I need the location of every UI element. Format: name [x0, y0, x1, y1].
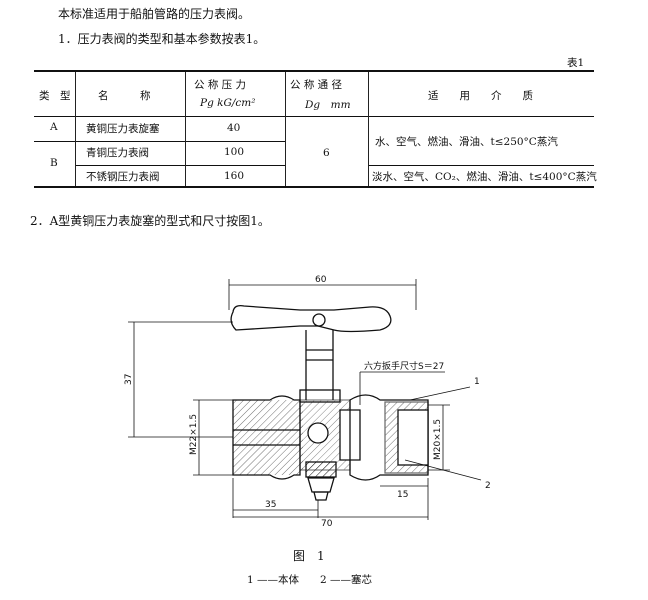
table-type-rule: [34, 141, 75, 142]
table-medium-rule: [368, 165, 594, 166]
medium-1: 水、空气、燃油、滑油、t≤250°C蒸汽: [375, 136, 558, 148]
dim-thread-left-label: M22×1.5: [189, 414, 199, 455]
figure-title: 图 1: [293, 549, 325, 563]
table-bottom-rule: [34, 186, 594, 188]
item-2-text: 2．A型黄铜压力表旋塞的型式和尺寸按图1。: [30, 214, 270, 228]
header-pressure-title: 公 称 压 力: [194, 79, 247, 91]
row-a-pressure: 40: [227, 122, 241, 134]
figure-legend: 1 ——本体 2 ——塞芯: [247, 574, 373, 586]
table-col-rule: [368, 72, 369, 186]
diameter-value: 6: [323, 147, 330, 159]
dim-height-label: 37: [124, 374, 134, 385]
header-diameter-title: 公 称 通 径: [290, 79, 343, 91]
dim-top-label: 60: [315, 275, 327, 285]
table-col-rule: [185, 72, 186, 186]
row-b1-name: 青铜压力表阀: [86, 147, 149, 159]
row-b2-pressure: 160: [224, 170, 245, 182]
callout-1: 1: [474, 377, 480, 387]
row-b1-pressure: 100: [224, 146, 245, 158]
header-name: 名 称: [98, 90, 151, 102]
dim-thread-right-label: M20×1.5: [433, 419, 443, 460]
dim-70-label: 70: [321, 519, 333, 529]
header-diameter-unit: Dg mm: [305, 99, 351, 111]
row-b-type: B: [50, 157, 58, 169]
table-row-rule: [75, 141, 285, 142]
header-pressure-unit: Pg kG/cm²: [200, 97, 256, 109]
row-a-type: A: [50, 121, 58, 133]
header-medium: 适 用 介 质: [428, 90, 533, 102]
table-header-rule: [34, 116, 594, 117]
table-col-rule: [75, 72, 76, 186]
callout-2: 2: [485, 481, 491, 491]
table-top-rule: [34, 70, 594, 72]
dim-15-label: 15: [397, 490, 408, 500]
row-b2-name: 不锈钢压力表阀: [86, 171, 160, 183]
medium-2: 淡水、空气、CO₂、燃油、滑油、t≤400°C蒸汽: [372, 171, 597, 183]
header-type: 类 型: [39, 90, 71, 102]
hex-note-label: 六方扳手尺寸S＝27: [364, 360, 444, 372]
dim-35-label: 35: [265, 500, 276, 510]
table-label: 表1: [567, 57, 585, 69]
intro-text: 本标准适用于船舶管路的压力表阀。: [58, 7, 251, 21]
item-1-text: 1．压力表阀的类型和基本参数按表1。: [58, 32, 266, 46]
table-row-rule-b: [75, 165, 285, 166]
table-col-rule: [285, 72, 286, 186]
row-a-name: 黄铜压力表旋塞: [86, 123, 160, 135]
